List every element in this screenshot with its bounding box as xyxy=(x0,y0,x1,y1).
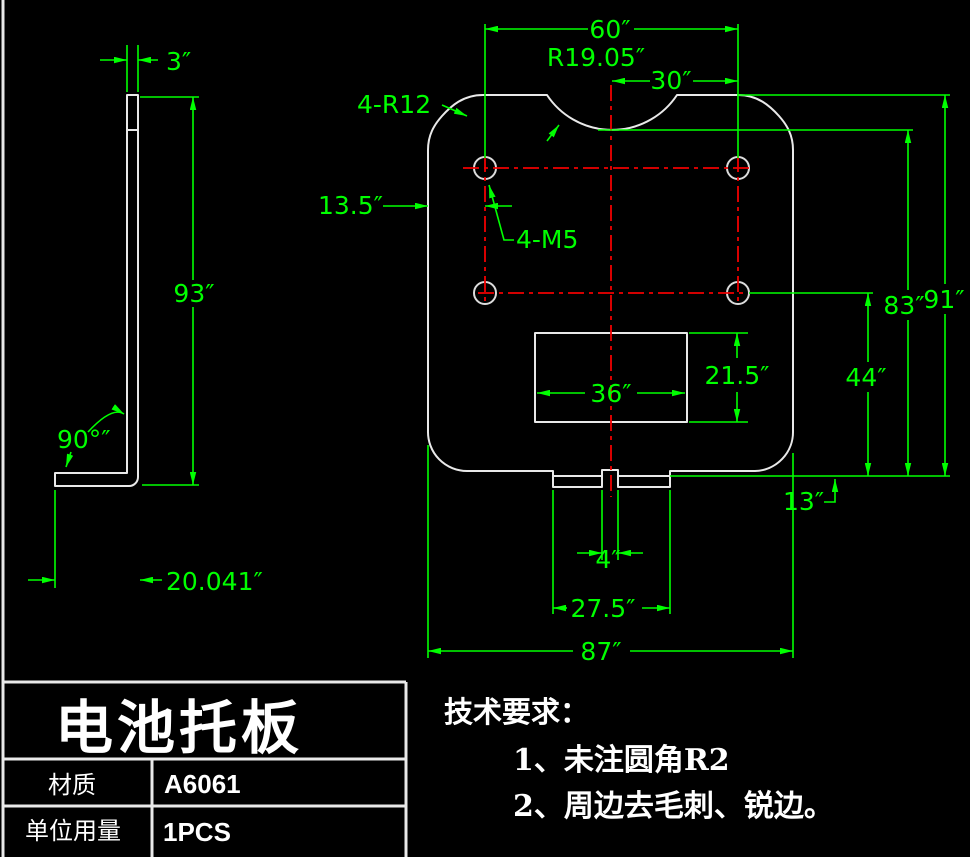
dim-83: 83″ xyxy=(883,130,925,476)
material-label: 材质 xyxy=(48,771,96,799)
plate-profile xyxy=(426,94,795,488)
dim-tab-width-275: 27.5″ xyxy=(552,490,671,623)
tech-req-item-1: 1、未注圆角R2 xyxy=(513,743,730,778)
quantity-label: 单位用量 xyxy=(25,817,121,845)
dim-notch-radius-label: R19.05″ xyxy=(547,43,645,72)
label-corner-radius-text: 4-R12 xyxy=(357,90,431,119)
dim-overall-width-87: 87″ xyxy=(427,445,794,666)
side-view-outline xyxy=(54,94,139,487)
dim-top-width-label: 60″ xyxy=(589,15,630,44)
title-block: 电池托板 材质 A6061 单位用量 1PCS xyxy=(3,680,408,857)
dim-91: 91″ xyxy=(923,95,965,476)
dim-overall-width-label: 87″ xyxy=(580,637,621,666)
quantity-value: 1PCS xyxy=(163,817,231,847)
dim-notch-radius: R19.05″ xyxy=(546,43,645,142)
dim-cutout-width-label: 36″ xyxy=(590,379,631,408)
material-value: A6061 xyxy=(164,769,241,799)
dim-hole-edge-offset: 13.5″ xyxy=(318,191,512,220)
label-holes: 4-M5 xyxy=(488,184,578,254)
dim-thickness-3: 3″ xyxy=(100,45,191,92)
dim-notch-half-width-30: 30″ xyxy=(612,66,738,95)
side-view-profile xyxy=(54,94,139,487)
centerlines xyxy=(463,85,750,497)
dim-83-label: 83″ xyxy=(883,291,924,320)
dim-thickness-label: 3″ xyxy=(166,47,191,76)
dim-height-93: 93″ xyxy=(140,96,215,486)
dim-44: 44″ xyxy=(845,293,887,476)
dim-cutout-width-36: 36″ xyxy=(537,379,685,408)
dim-notch-half-width-label: 30″ xyxy=(650,66,691,95)
technical-requirements: 技术要求： 1、未注圆角R2 2、周边去毛刺、锐边。 xyxy=(444,695,834,824)
dim-tab-width-label: 27.5″ xyxy=(570,594,635,623)
dim-slot-width-label: 4″ xyxy=(595,545,620,574)
dim-91-label: 91″ xyxy=(923,285,964,314)
dim-13-label: 13″ xyxy=(783,487,824,516)
dim-44-label: 44″ xyxy=(845,363,886,392)
dim-cutout-height-label: 21.5″ xyxy=(704,361,769,390)
label-corner-radius: 4-R12 xyxy=(357,90,468,119)
part-title: 电池托板 xyxy=(55,694,303,762)
dim-cutout-height-215: 21.5″ xyxy=(689,332,770,423)
label-holes-text: 4-M5 xyxy=(516,225,578,254)
tech-req-heading: 技术要求： xyxy=(444,695,589,729)
dim-flange-20041: 20.041″ xyxy=(28,490,263,596)
dim-height-label: 93″ xyxy=(173,279,214,308)
dim-13: 13″ xyxy=(783,479,839,516)
dim-angle-90: 90°″ xyxy=(57,404,125,468)
dim-hole-edge-offset-label: 13.5″ xyxy=(318,191,383,220)
tech-req-item-2: 2、周边去毛刺、锐边。 xyxy=(513,789,834,824)
dim-slot-width-4: 4″ xyxy=(577,490,643,574)
dim-flange-label: 20.041″ xyxy=(166,567,263,596)
dim-top-width-60: 60″ xyxy=(484,15,739,158)
dim-angle-label: 90°″ xyxy=(57,425,111,454)
right-extension-lines xyxy=(598,94,950,477)
